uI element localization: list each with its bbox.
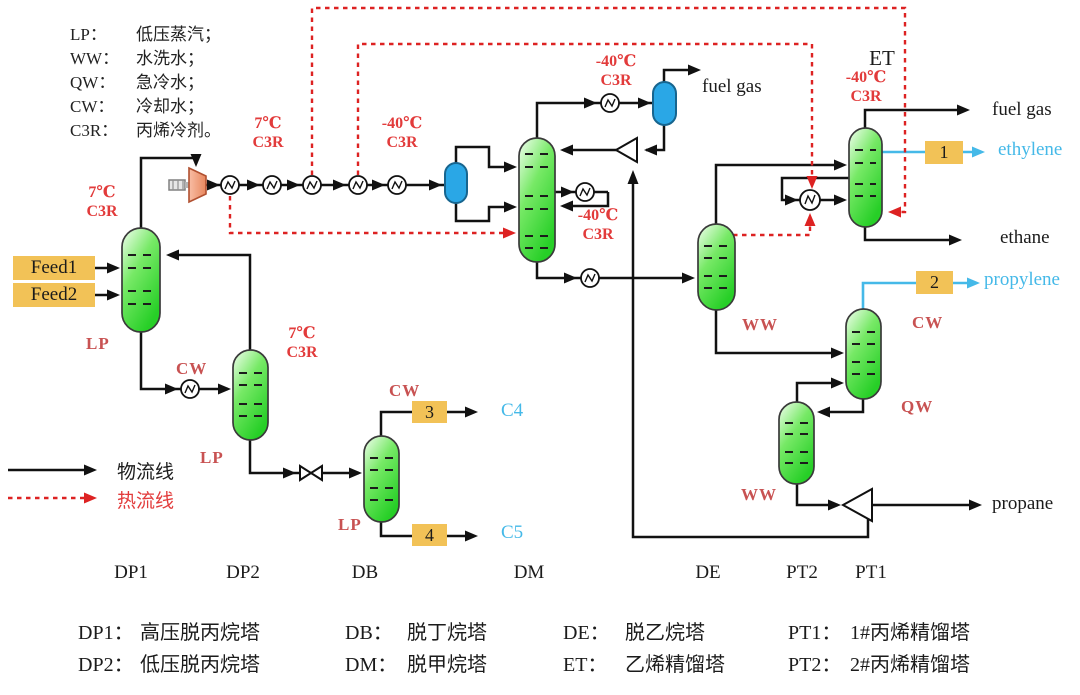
valves	[299, 136, 873, 523]
legend-row: WW：水洗水；	[70, 49, 204, 68]
product-label-ethylene: ethylene	[998, 139, 1063, 160]
product-label-c5: C5	[501, 522, 524, 543]
stream-tag-1: 1	[925, 141, 963, 164]
gate-valve-icon	[309, 464, 323, 482]
column-pt2	[778, 401, 815, 485]
stream-tag-3: 3	[412, 401, 447, 423]
legend-row: QW：急冷水；	[70, 73, 204, 92]
product-label-ethane: ethane	[1000, 227, 1050, 248]
stream-tag-4: 4	[412, 524, 447, 546]
product-label-propylene: propylene	[984, 269, 1060, 290]
heat-stream-lines	[8, 6, 907, 500]
legend-row: C3R：丙烯冷剂。	[70, 121, 221, 140]
column-label-pt1: PT1	[855, 562, 887, 583]
stream-tag-2: 2	[916, 271, 953, 294]
column-dp2	[232, 349, 269, 441]
product-label-fuel-gas-dm: fuel gas	[702, 76, 762, 97]
glossary-entry-dp2: DP2：低压脱丙烷塔	[78, 654, 260, 676]
chilling-drum-icon	[444, 162, 468, 204]
eductor-icon	[613, 136, 638, 164]
material-line-legend-label: 物流线	[117, 462, 175, 483]
fuel-gas-drum-icon	[652, 81, 677, 126]
product-arrowheads	[967, 146, 985, 289]
flash-drums	[444, 81, 677, 204]
product-label-fuel-gas-et: fuel gas	[992, 99, 1052, 120]
glossary-entry-et: ET：乙烯精馏塔	[563, 654, 725, 676]
eductor-icon	[840, 487, 873, 523]
column-label-dp1: DP1	[114, 562, 148, 583]
column-label-de: DE	[695, 562, 721, 583]
flow-arrowheads	[84, 64, 982, 542]
column-label-db: DB	[351, 562, 379, 583]
column-label-dm: DM	[513, 562, 545, 583]
legend-row: CW：冷却水；	[70, 97, 204, 116]
column-de	[697, 223, 736, 311]
utility-label-cw-db: CW	[389, 381, 421, 400]
glossary-entry-pt1: PT1：1#丙烯精馏塔	[788, 622, 970, 644]
column-dp1	[121, 227, 161, 333]
product-label-propane: propane	[992, 493, 1054, 514]
utility-label-lp-dp2: LP	[200, 448, 224, 467]
heat-arrowheads	[84, 176, 901, 504]
column-label-et: ET	[869, 46, 895, 70]
utility-label-cw-pt1: CW	[912, 313, 944, 332]
glossary-entry-db: DB：脱丁烷塔	[345, 622, 487, 644]
glossary-entry-dm: DM：脱甲烷塔	[345, 654, 487, 676]
utility-label-cw-dp1: CW	[176, 359, 208, 378]
column-label-pt2: PT2	[786, 562, 818, 583]
gate-valve-icon	[299, 464, 313, 482]
feed2-tag: Feed2	[13, 283, 95, 307]
glossary-entry-de: DE：脱乙烷塔	[563, 622, 705, 644]
column-et	[848, 127, 883, 228]
utility-label-qw-pt1: QW	[901, 397, 934, 416]
glossary-entry-dp1: DP1：高压脱丙烷塔	[78, 622, 260, 644]
utility-label-ww-pt2: WW	[741, 485, 777, 504]
glossary-entry-pt2: PT2：2#丙烯精馏塔	[788, 654, 970, 676]
utility-label-lp-dp1: LP	[86, 334, 110, 353]
legend-row: LP：低压蒸汽；	[70, 25, 221, 44]
column-pt1	[845, 308, 882, 400]
column-label-dp2: DP2	[226, 562, 260, 583]
column-dm	[518, 137, 556, 263]
product-label-c4: C4	[501, 400, 524, 421]
column-db	[363, 435, 400, 523]
utility-label-ww-de: WW	[742, 315, 778, 334]
compressor-icon	[168, 166, 207, 204]
utility-label-lp-db: LP	[338, 515, 362, 534]
heat-exchangers	[180, 93, 821, 399]
heat-line-legend-label: 热流线	[117, 491, 175, 512]
feed1-tag: Feed1	[13, 256, 95, 280]
